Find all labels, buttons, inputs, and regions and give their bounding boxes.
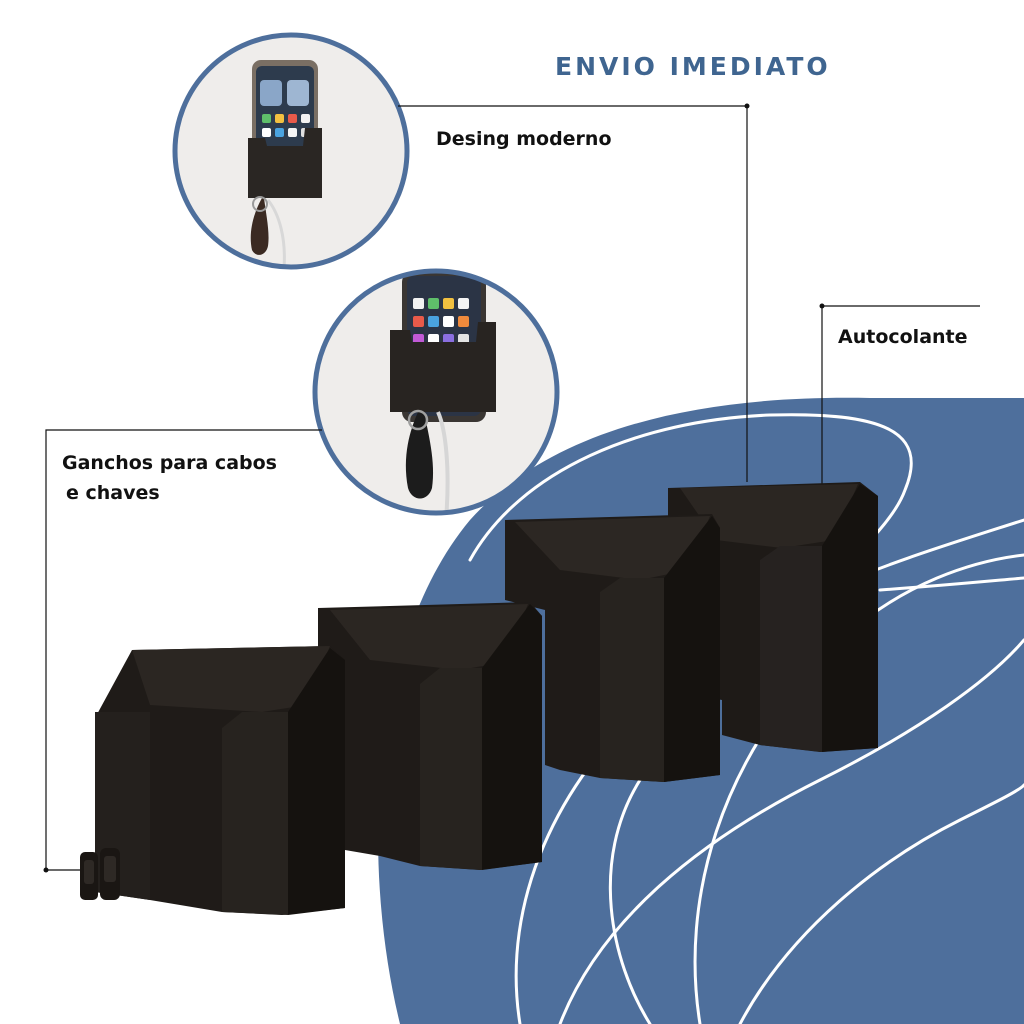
phone-holder-photo-top: [172, 32, 410, 270]
phone-holder-1: [95, 646, 345, 915]
key-hooks: [80, 848, 120, 900]
feature-label-hooks: Ganchos para cabos e chaves: [62, 448, 277, 508]
feature-label-hooks-line2: e chaves: [66, 482, 160, 504]
feature-label-design: Desing moderno: [436, 128, 612, 150]
feature-label-hooks-line1: Ganchos para cabos: [62, 452, 277, 474]
callout-dots: [43, 103, 825, 873]
phone-holder-photo-bottom: [312, 268, 560, 516]
phone-holder-2: [318, 602, 542, 870]
feature-label-adhesive: Autocolante: [838, 326, 968, 348]
phone-holder-4: [668, 482, 878, 752]
shipping-headline: ENVIO IMEDIATO: [555, 52, 831, 81]
phone-holder-3: [505, 514, 720, 782]
